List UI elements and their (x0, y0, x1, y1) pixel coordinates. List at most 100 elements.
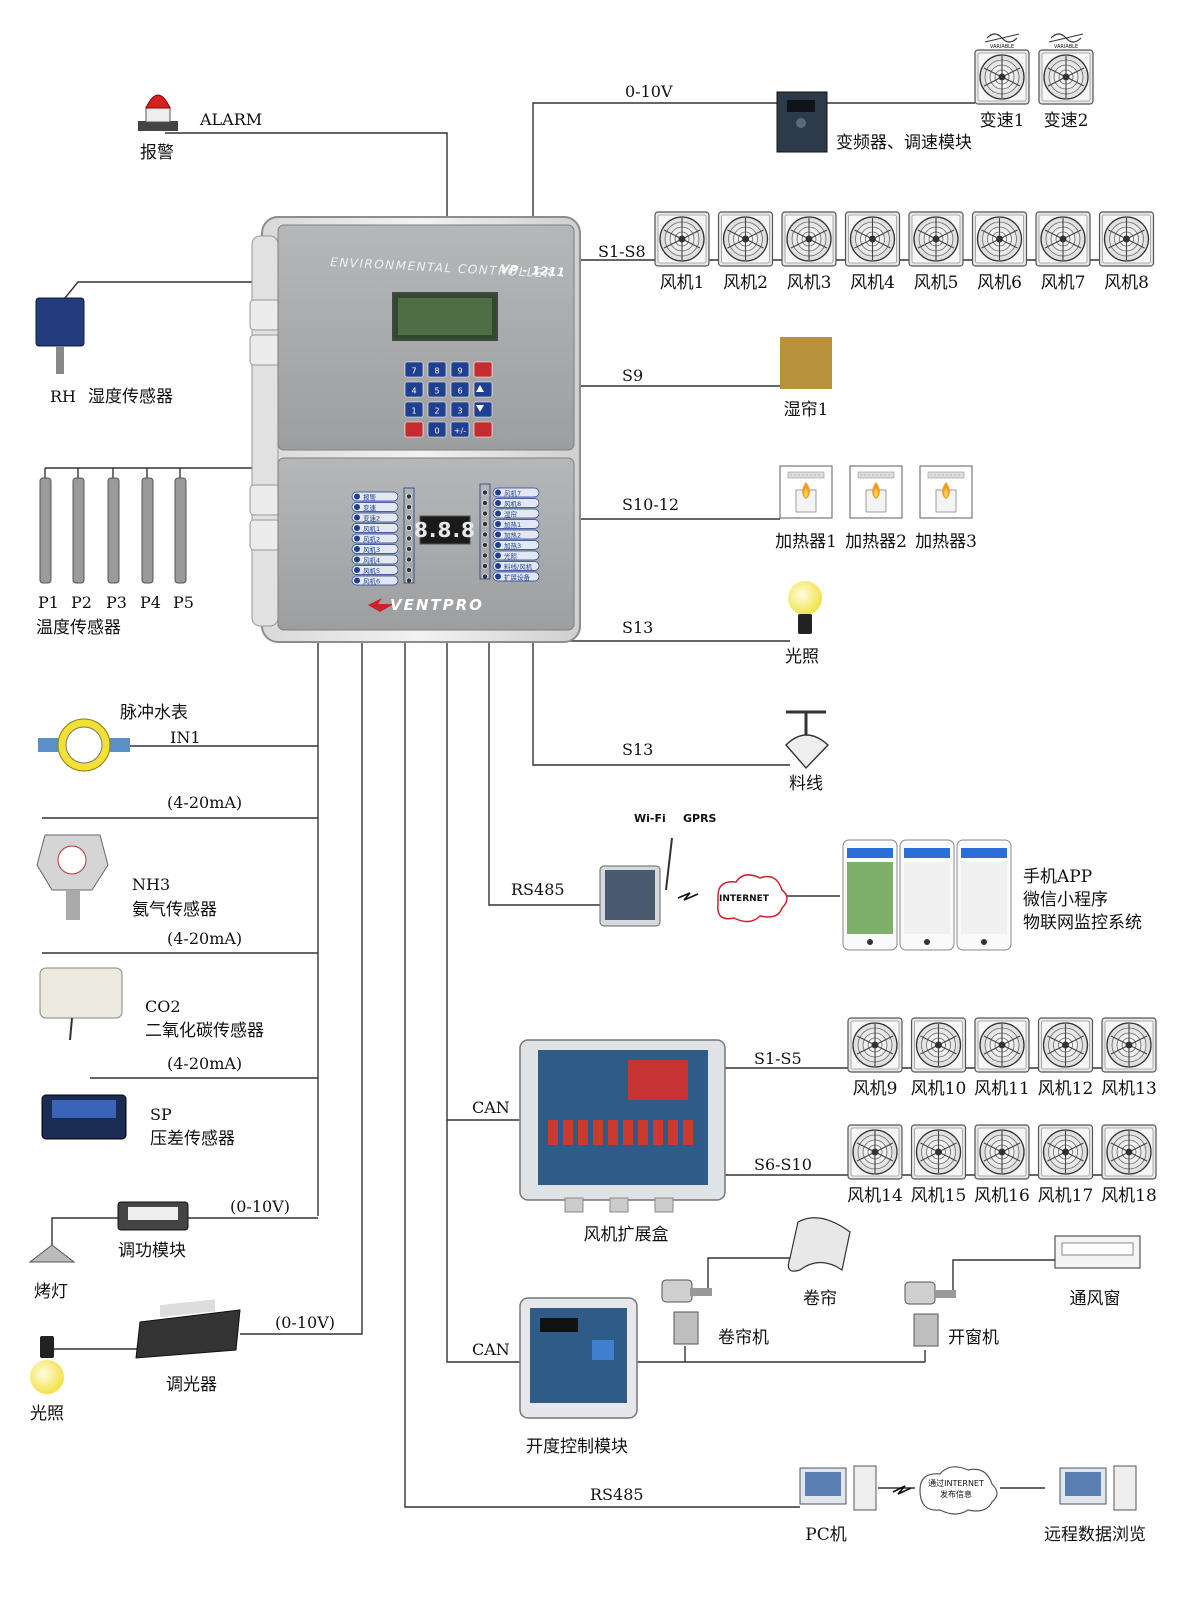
key-face (450, 381, 470, 398)
status-led (406, 493, 412, 500)
keypad-key[interactable]: +/- (450, 421, 470, 438)
status-dot (495, 489, 501, 496)
internet-cloud-icon (717, 874, 788, 923)
co2-sensor-icon (39, 967, 123, 1019)
keypad-key[interactable]: 8 (427, 361, 447, 378)
status-led (482, 573, 488, 580)
status-dot (354, 504, 360, 510)
status-led (482, 510, 488, 517)
status-dot (495, 563, 501, 569)
curtain-motor-body (673, 1311, 699, 1345)
keypad-key[interactable]: 7 (404, 361, 424, 378)
keypad-key[interactable] (473, 381, 493, 398)
temperature-probe: P5 (173, 477, 194, 612)
cable-gland (654, 1197, 674, 1213)
fan-icon (974, 1124, 1030, 1180)
tower-icon (853, 1465, 877, 1511)
status-tag (492, 561, 540, 571)
keypad-key[interactable] (473, 421, 493, 438)
heater-icon (849, 465, 903, 519)
pipe-left (38, 738, 58, 752)
opening-label: 开度控制模块 (526, 1437, 628, 1457)
sp-signal: (4-20mA) (167, 1054, 242, 1073)
key-face (473, 381, 493, 398)
status-tag (492, 529, 540, 540)
fanbox-relay-slot (548, 1120, 558, 1145)
curtain-roll: 卷帘 (787, 1217, 851, 1309)
curtain-label: 卷帘 (803, 1289, 837, 1309)
internet-cloud-icon (919, 1466, 998, 1515)
vent-window-slot (1061, 1242, 1134, 1256)
status-tag (351, 512, 399, 523)
key-face (450, 401, 470, 418)
status-dot (495, 531, 501, 538)
dimmer-terminal (160, 1299, 215, 1318)
keypad-key[interactable] (473, 401, 493, 418)
fan-icon (654, 211, 710, 267)
status-label: 风机6 (363, 577, 380, 586)
fan-label: 风机12 (1038, 1079, 1094, 1099)
co2-label: 二氧化碳传感器 (145, 1021, 264, 1041)
alarm-wire (165, 132, 448, 222)
fanbox-relay-slot (563, 1120, 573, 1145)
phone-screen (961, 862, 1007, 934)
keypad-key[interactable]: 0 (427, 421, 447, 438)
controller-model: VP - 1211 (500, 262, 565, 279)
key-label: 5 (434, 387, 439, 396)
window-motor-gear-icon (904, 1281, 936, 1305)
fanbox-relay (628, 1060, 688, 1100)
status-tag (492, 571, 540, 582)
window-wire (952, 1259, 1058, 1290)
keypad-key[interactable] (473, 361, 493, 378)
status-dot (495, 552, 501, 559)
key-label: 2 (434, 407, 439, 416)
key-face (404, 361, 424, 378)
keypad-key[interactable]: 4 (404, 381, 424, 398)
probe-label: P2 (71, 593, 92, 612)
keypad-key[interactable]: 9 (450, 361, 470, 378)
status-label: 料线/风机 (504, 562, 533, 571)
keypad-key[interactable] (404, 421, 424, 438)
phone-home-button (981, 939, 987, 945)
dimmer-light-label: 光照 (30, 1404, 64, 1424)
temperature-probe: P2 (71, 477, 92, 612)
fan-group2-item: 风机18 (1101, 1124, 1157, 1206)
fan-icon (1038, 49, 1094, 105)
curtain-motor-shaft (690, 1288, 712, 1296)
up-arrow-icon (476, 385, 484, 392)
pad-label: 湿帘1 (784, 400, 829, 420)
vfd-display (787, 100, 815, 112)
status-dot (354, 567, 360, 573)
keypad-key[interactable]: 1 (404, 401, 424, 418)
app-label: 手机APP (1023, 867, 1092, 887)
keypad-key[interactable]: 3 (450, 401, 470, 418)
keypad-key[interactable]: 2 (427, 401, 447, 418)
fan-main-item: 风机2 (717, 211, 774, 293)
curtain-motor-label: 卷帘机 (718, 1328, 769, 1348)
window-motor-body (913, 1313, 939, 1347)
key-face (404, 381, 424, 398)
keypad-key[interactable]: 5 (427, 381, 447, 398)
light-label: 光照 (785, 647, 819, 667)
fanbox-relay-slot (593, 1120, 603, 1145)
network-wire (488, 632, 600, 906)
status-dot (354, 493, 360, 500)
keypad-key[interactable]: 6 (450, 381, 470, 398)
fan-group2-item: 风机16 (974, 1124, 1030, 1206)
seven-segment-display (419, 515, 471, 545)
probe-icon (72, 477, 85, 584)
power-module-terminal (128, 1207, 178, 1220)
vfd-knob-icon (796, 118, 806, 128)
key-label: 0 (434, 427, 439, 436)
fanbox-relay-slot (608, 1120, 618, 1145)
co2-code: CO2 (145, 997, 181, 1016)
status-led (482, 500, 488, 506)
fan-label: 风机4 (850, 273, 895, 293)
